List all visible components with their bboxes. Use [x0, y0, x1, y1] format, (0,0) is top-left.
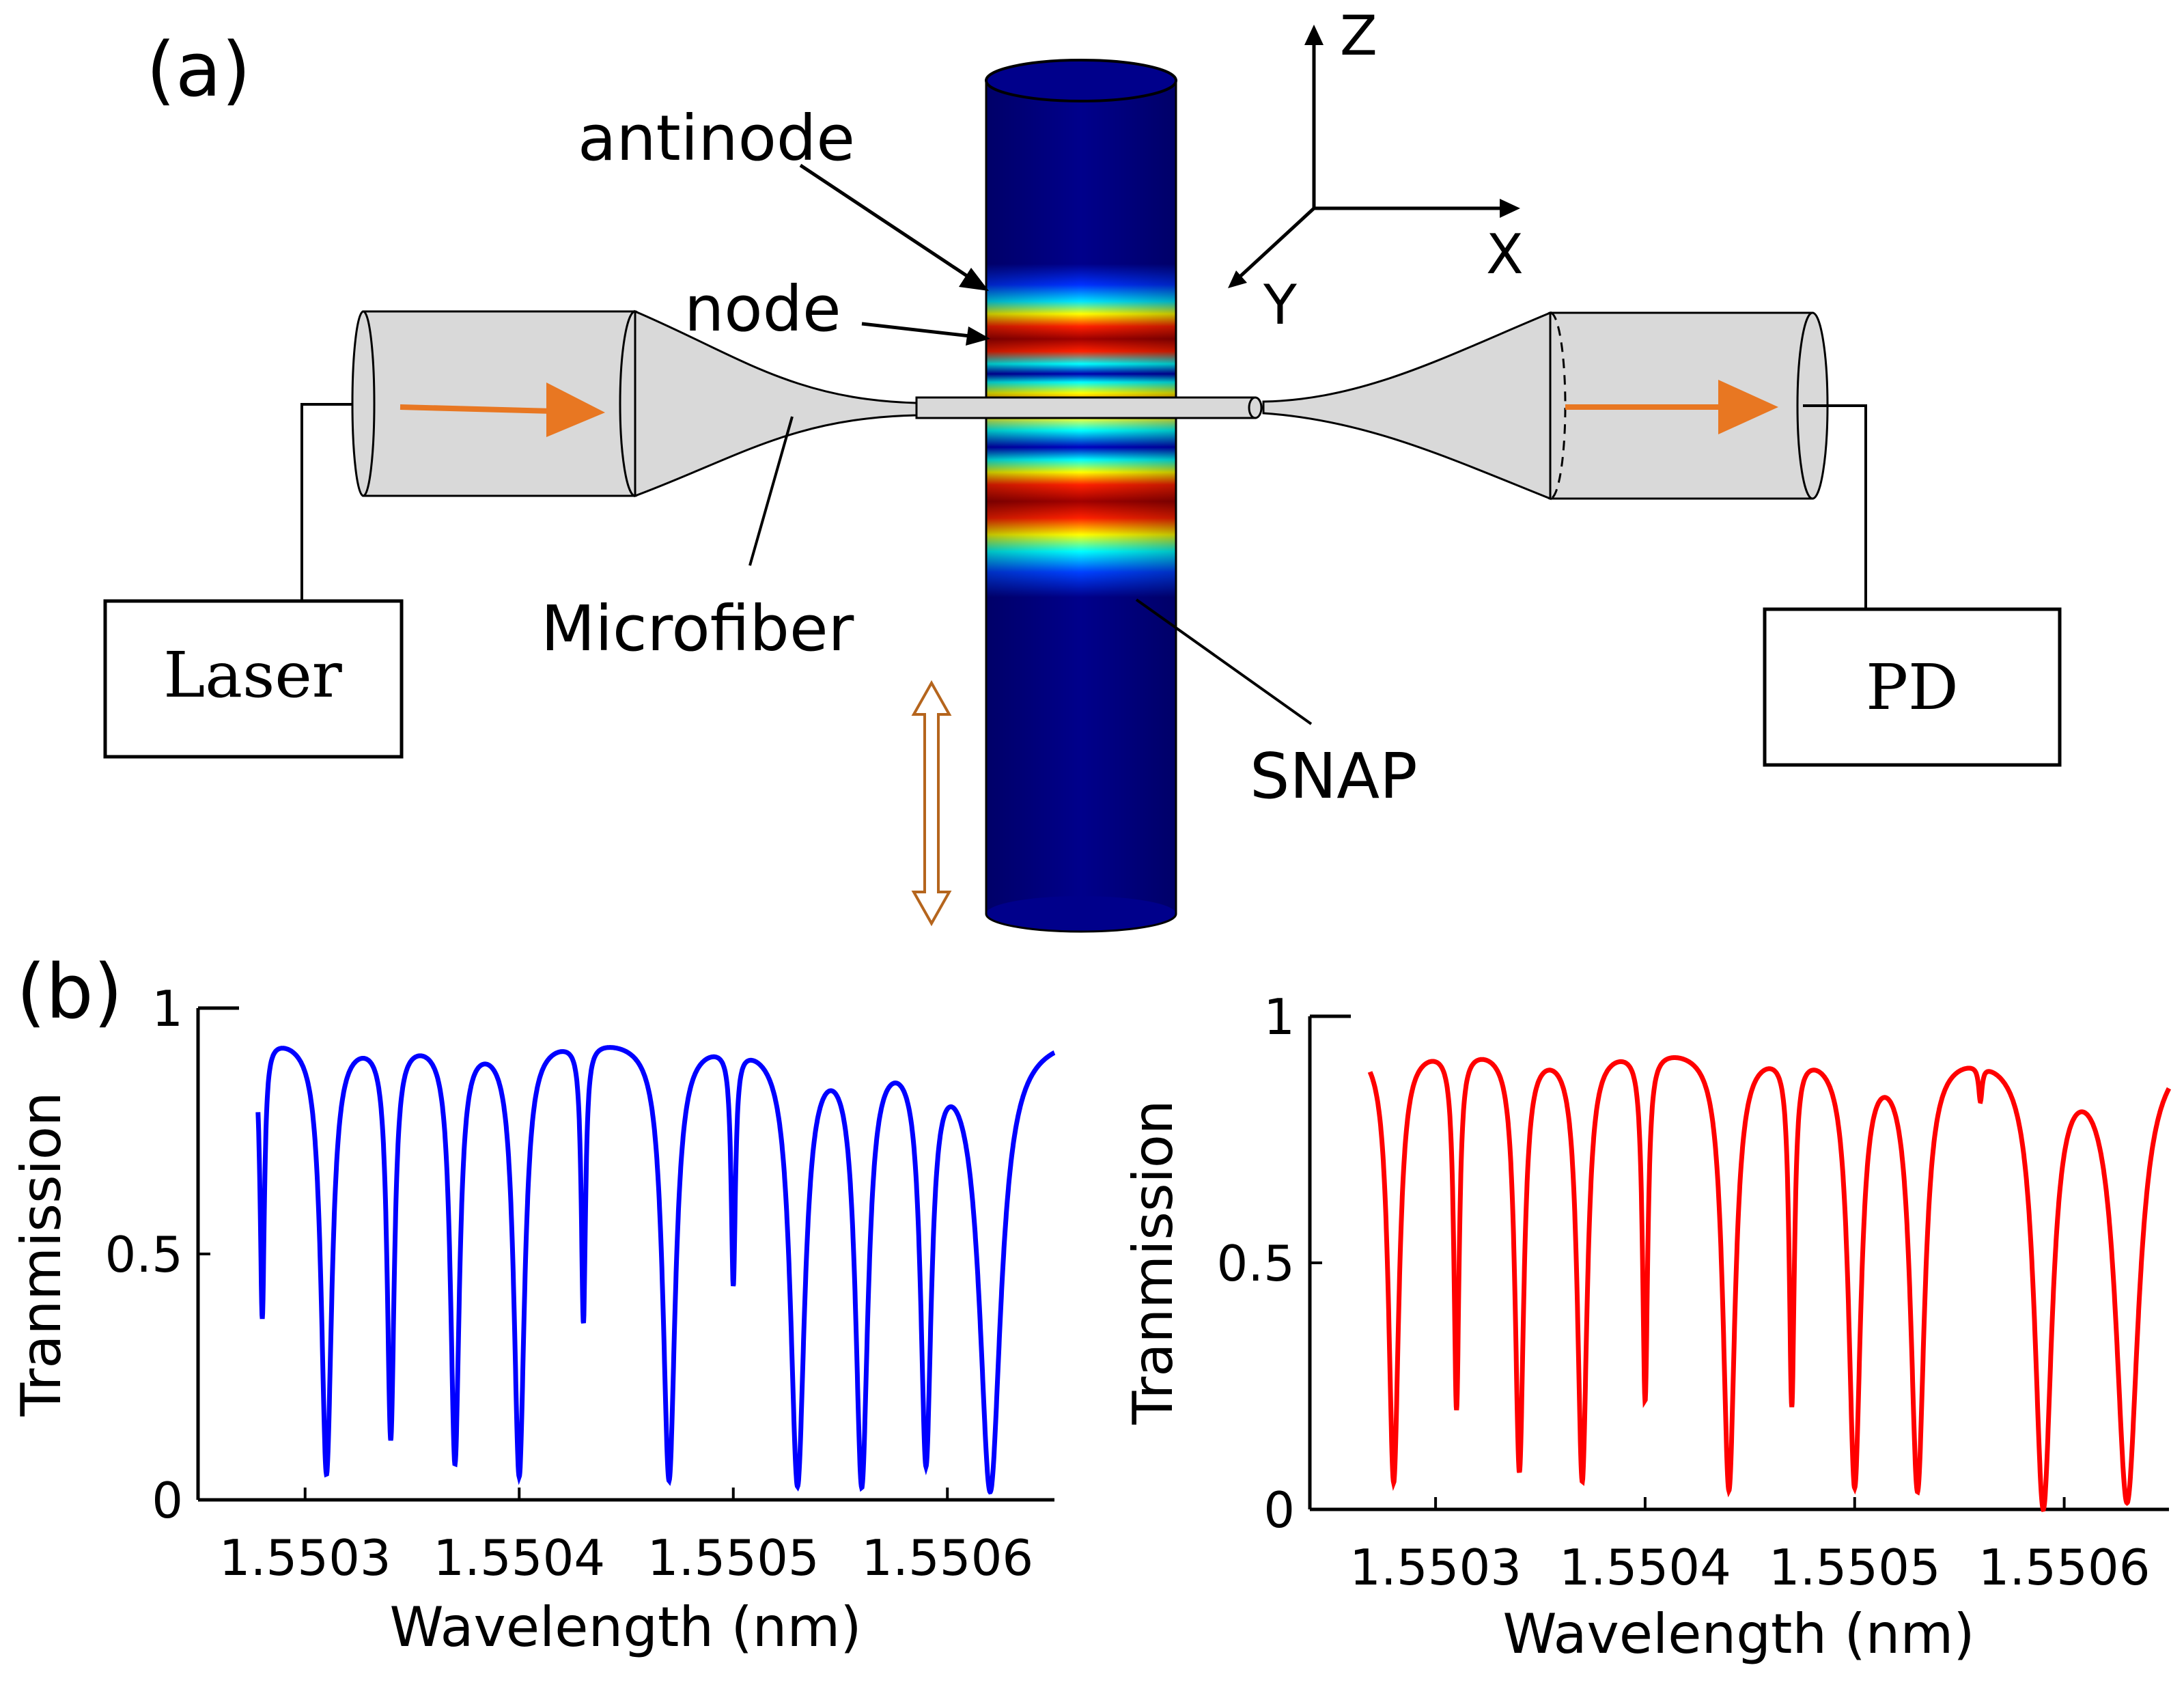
microfiber-waist [915, 396, 1263, 419]
left-light-arrow [400, 382, 605, 437]
chart-red-ticks: 1.5503 1.5504 1.5505 1.5506 0 0.5 1 [1216, 988, 2150, 1596]
right-light-arrow [1565, 380, 1778, 434]
panel-a-label: (a) [146, 26, 251, 113]
chart-blue-xlabel: Wavelength (nm) [389, 1595, 861, 1659]
laser-wire [300, 403, 362, 601]
pd-label: PD [1866, 651, 1959, 724]
x-tick-label: 1.5505 [1769, 1539, 1941, 1596]
right-taper [1262, 311, 1552, 501]
y-tick-label: 0 [1263, 1481, 1295, 1539]
panel-a: (a) Laser PD [103, 4, 2062, 933]
panel-b: (b) 1.5503 1.5504 1.5505 1.5506 0 0.5 1 Wavele… [10, 948, 2172, 1666]
snap-resonator [985, 59, 1177, 933]
x-tick-label: 1.5503 [1349, 1539, 1522, 1596]
x-tick-label: 1.5505 [647, 1529, 820, 1587]
y-tick-label: 0.5 [104, 1226, 183, 1283]
x-tick-label: 1.5503 [219, 1529, 391, 1587]
chart-blue: 1.5503 1.5504 1.5505 1.5506 0 0.5 1 Wavelength… [10, 980, 1056, 1659]
y-tick-label: 0 [152, 1472, 183, 1529]
chart-blue-series [255, 1045, 1056, 1495]
chart-blue-ticks: 1.5503 1.5504 1.5505 1.5506 0 0.5 1 [104, 980, 1033, 1587]
snap-label: SNAP [1250, 740, 1418, 813]
x-tick-label: 1.5504 [433, 1529, 605, 1587]
axis-y-label: Y [1263, 273, 1298, 337]
pd-box [1763, 607, 2062, 767]
chart-red: 1.5503 1.5504 1.5505 1.5506 0 0.5 1 Wavelength… [1121, 988, 2172, 1666]
chart-red-series [1367, 1055, 2172, 1512]
y-tick-label: 0.5 [1216, 1235, 1295, 1292]
panel-b-label: (b) [16, 948, 123, 1035]
chart-blue-ylabel: Tranmission [10, 1091, 73, 1417]
left-fiber-cylinder [351, 310, 652, 497]
x-tick-label: 1.5506 [1978, 1539, 2151, 1596]
laser-label: Laser [163, 639, 342, 712]
node-label: node [684, 273, 841, 346]
axis-x-label: X [1486, 223, 1524, 286]
snap-pointer [1135, 598, 1313, 725]
microfiber-pointer [748, 416, 794, 566]
x-tick-label: 1.5504 [1559, 1539, 1731, 1596]
microfiber-label: Microfiber [541, 592, 854, 665]
translation-double-arrow [911, 680, 952, 927]
pd-wire [1803, 404, 1867, 609]
antinode-label: antinode [578, 102, 855, 175]
antinode-arrow [799, 163, 989, 291]
y-tick-label: 1 [1263, 988, 1295, 1046]
y-tick-label: 1 [152, 980, 183, 1037]
chart-red-ylabel: Tranmission [1121, 1100, 1185, 1425]
x-tick-label: 1.5506 [861, 1529, 1033, 1587]
node-arrow [861, 322, 990, 346]
axis-z-label: Z [1340, 4, 1377, 68]
coordinate-axes: Z X Y [1228, 4, 1524, 337]
chart-red-xlabel: Wavelength (nm) [1502, 1602, 1974, 1666]
laser-box [103, 599, 404, 759]
